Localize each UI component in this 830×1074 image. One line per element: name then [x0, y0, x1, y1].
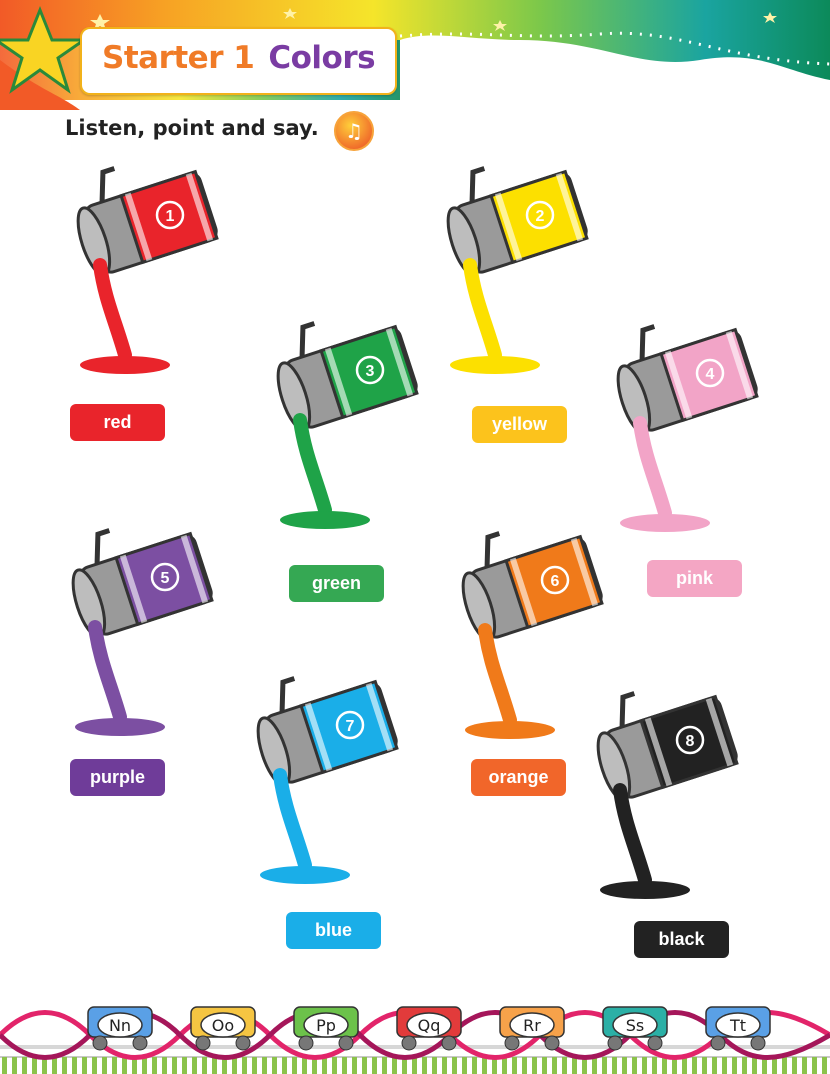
title-box [80, 27, 397, 95]
cart-letter: Rr [523, 1016, 541, 1035]
paint-bucket-yellow: 2 [446, 166, 589, 374]
bucket-number: 6 [551, 573, 560, 590]
instruction-text: Listen, point and say. [65, 116, 319, 140]
cart-letter: Ss [626, 1016, 645, 1035]
paint-bucket-orange: 6 [461, 531, 604, 739]
train-cart: Rr [499, 1006, 565, 1051]
label-purple: purple [70, 759, 165, 796]
paint-bucket-purple: 5 [71, 528, 214, 736]
train-cart: Nn [87, 1006, 153, 1051]
cart-letter: Nn [109, 1016, 131, 1035]
title-starter: Starter 1 [102, 40, 255, 76]
label-black: black [634, 921, 729, 958]
cart-letter: Pp [316, 1016, 336, 1035]
cart-letter: Qq [418, 1016, 441, 1035]
title-colors: Colors [268, 40, 376, 76]
train-cart: Ss [602, 1006, 668, 1051]
bucket-number: 4 [706, 366, 715, 383]
paint-bucket-blue: 7 [256, 676, 399, 884]
label-pink: pink [647, 560, 742, 597]
label-yellow: yellow [472, 406, 567, 443]
bucket-number: 3 [366, 363, 375, 380]
label-blue: blue [286, 912, 381, 949]
train-cart: Tt [705, 1006, 771, 1051]
paint-bucket-black: 8 [596, 691, 739, 899]
footer-train-border: Nn Oo Pp Qq Rr Ss Tt [0, 1006, 830, 1074]
train-cart: Qq [396, 1006, 462, 1051]
page-title: Starter 1 Colors [102, 40, 376, 76]
bucket-number: 2 [536, 208, 545, 225]
paint-bucket-green: 3 [276, 321, 419, 529]
paint-bucket-red: 1 [76, 166, 219, 374]
bucket-number: 5 [161, 570, 170, 587]
cart-letter: Oo [212, 1016, 234, 1035]
label-green: green [289, 565, 384, 602]
paint-bucket-pink: 4 [616, 324, 759, 532]
bucket-number: 1 [166, 208, 175, 225]
cart-letter: Tt [729, 1016, 746, 1035]
label-red: red [70, 404, 165, 441]
star-icon [0, 5, 89, 94]
train-cart: Oo [190, 1006, 256, 1051]
train-cart: Pp [293, 1006, 359, 1051]
music-note-icon[interactable]: ♫ [334, 111, 374, 151]
label-orange: orange [471, 759, 566, 796]
bucket-number: 8 [686, 733, 695, 750]
bucket-number: 7 [346, 718, 355, 735]
